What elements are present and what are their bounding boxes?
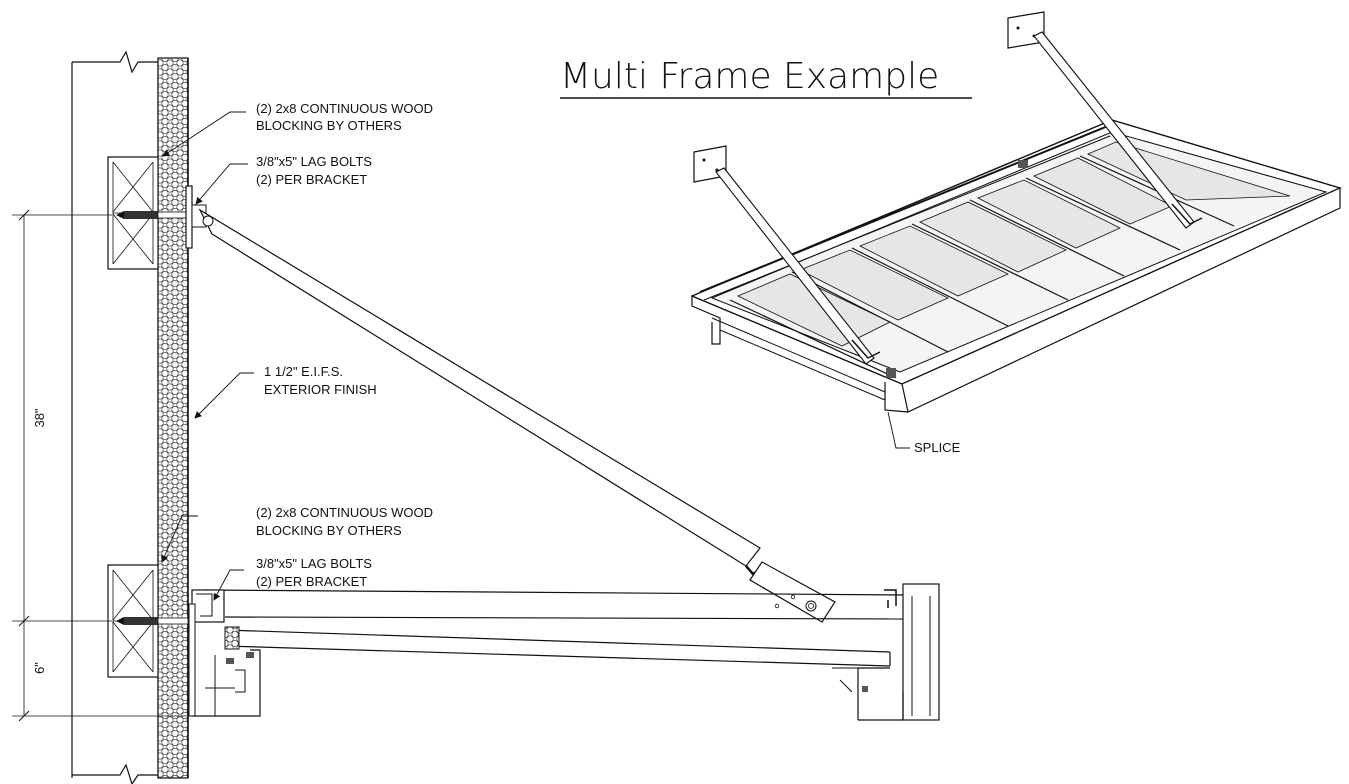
leader-lines [161,111,910,601]
lag-bolt-upper [116,185,207,249]
callout-blocking-upper-line2: BLOCKING BY OTHERS [256,118,402,133]
dimension-lines [12,209,190,722]
isometric-tie-rods [693,11,1203,365]
isometric-canopy [690,119,1343,413]
callout-eifs-line2: EXTERIOR FINISH [264,382,377,397]
callout-lag-upper-line1: 3/8"x5" LAG BOLTS [256,154,372,169]
canopy-frame-section [188,583,940,721]
dimension-38in: 38" [32,408,47,427]
callout-eifs-line1: 1 1/2" E.I.F.S. [264,364,343,379]
break-line-bottom [72,763,158,784]
callout-splice: SPLICE [914,440,961,455]
drawing-title: Multi Frame Example [560,56,939,97]
tie-rod [198,208,836,623]
break-line-top [72,50,158,74]
dimension-6in: 6" [32,662,47,674]
callout-lag-lower-line1: 3/8"x5" LAG BOLTS [256,556,372,571]
callout-lag-lower-line2: (2) PER BRACKET [256,574,367,589]
callout-lag-upper-line2: (2) PER BRACKET [256,172,367,187]
lag-bolt-lower [116,617,189,625]
callout-blocking-upper-line1: (2) 2x8 CONTINUOUS WOOD [256,101,433,116]
callout-blocking-lower-line2: BLOCKING BY OTHERS [256,523,402,538]
eifs-layer [157,57,189,779]
wall-section [71,50,189,784]
callout-blocking-lower-line1: (2) 2x8 CONTINUOUS WOOD [256,505,433,520]
